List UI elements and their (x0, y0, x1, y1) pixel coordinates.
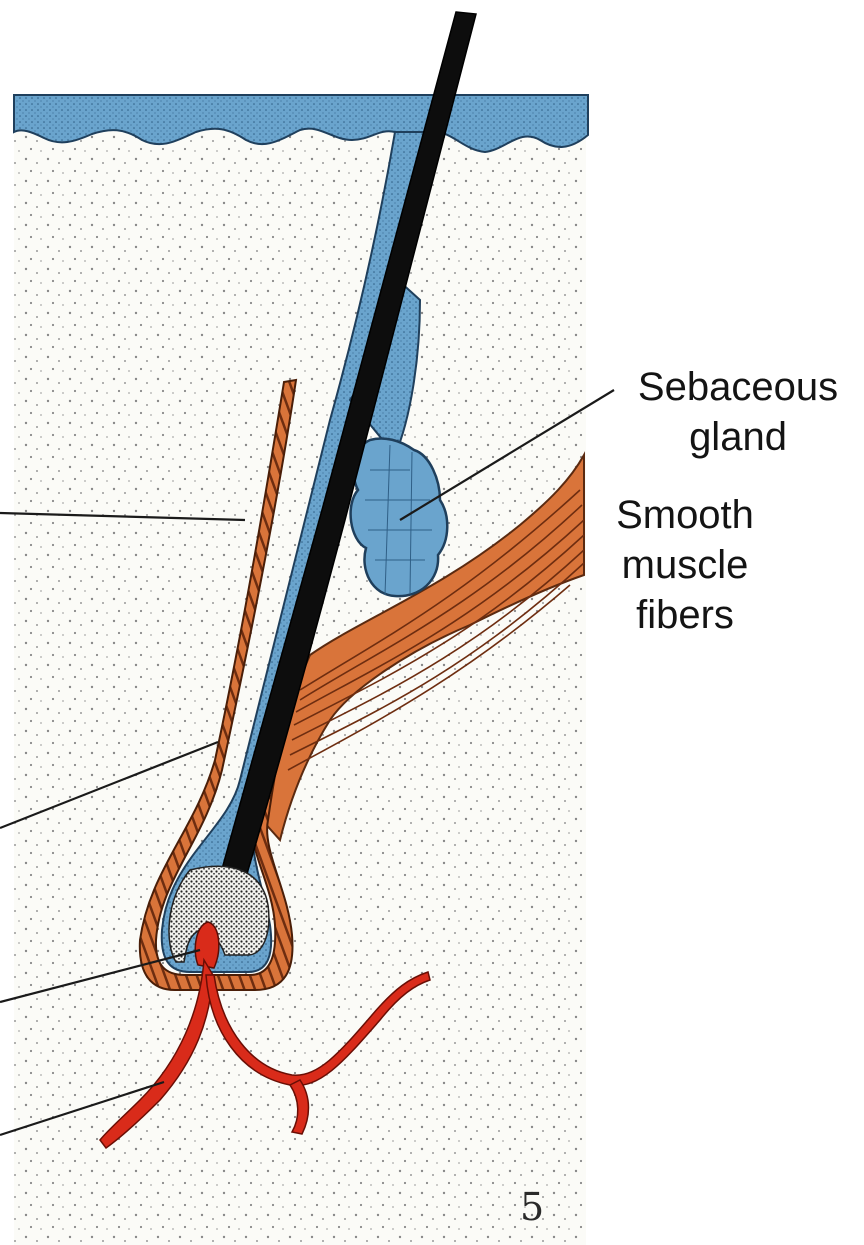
muscle-label-line-3: fibers (590, 590, 780, 640)
plate-number: 5 (520, 1185, 544, 1229)
smooth-muscle-label: Smooth muscle fibers (590, 490, 780, 640)
muscle-label-line-1: Smooth (590, 490, 780, 540)
sebaceous-label-line-1: Sebaceous (612, 362, 864, 412)
sebaceous-label-line-2: gland (612, 412, 864, 462)
sebaceous-gland-label: Sebaceous gland (612, 362, 864, 462)
muscle-label-line-2: muscle (590, 540, 780, 590)
